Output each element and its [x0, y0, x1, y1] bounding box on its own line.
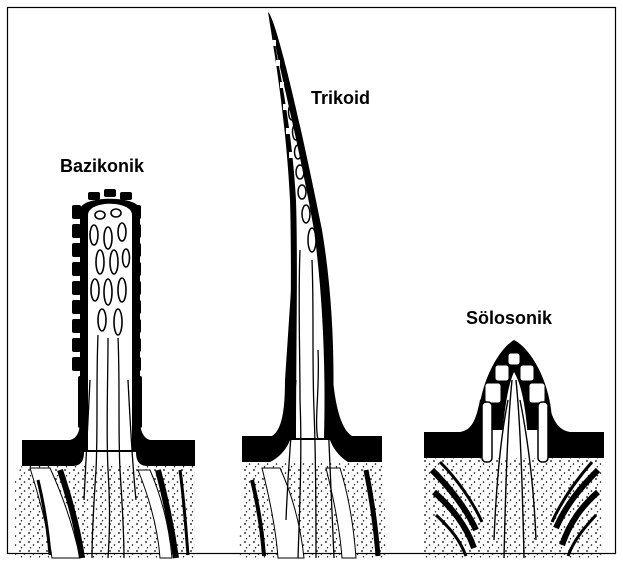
- basiconic-sensillum: [15, 189, 195, 558]
- basiconic-label: Bazikonik: [60, 156, 144, 177]
- coeloconic-sensillum: [424, 340, 604, 558]
- trichoid-label: Trikoid: [311, 88, 370, 109]
- coeloconic-label: Sölosonik: [466, 308, 552, 329]
